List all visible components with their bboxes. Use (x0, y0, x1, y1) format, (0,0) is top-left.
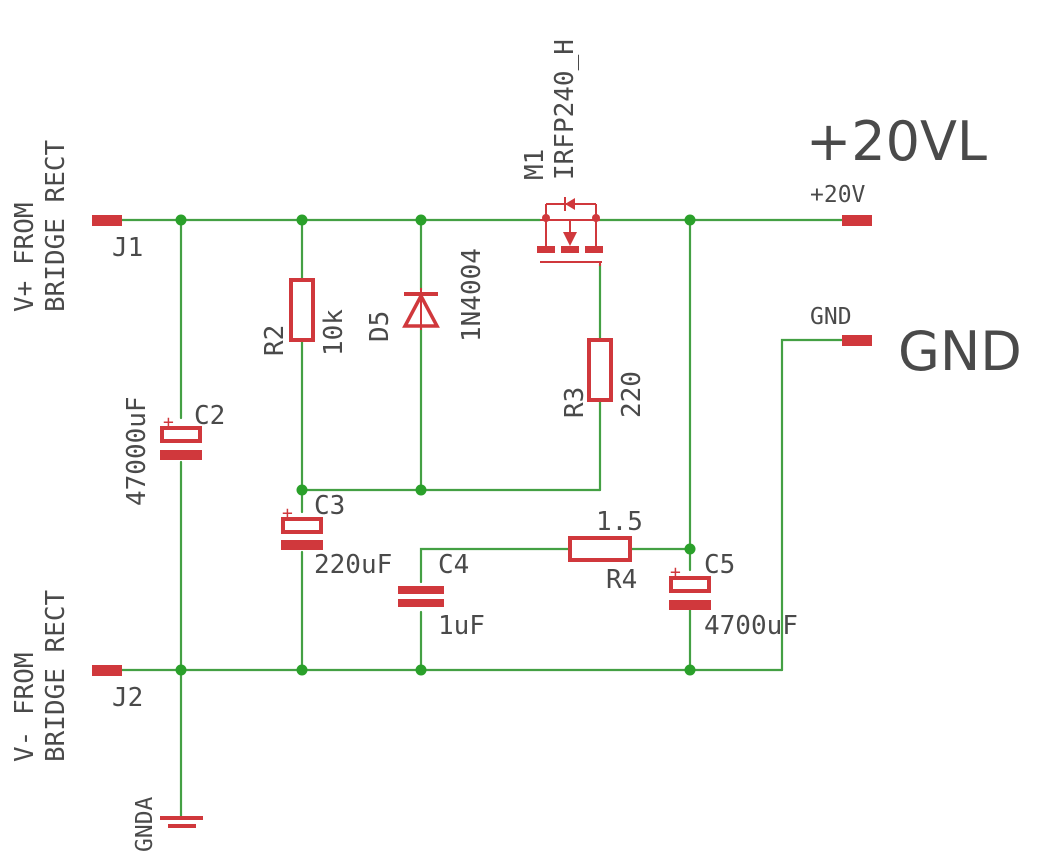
junctions (175, 214, 696, 676)
j2-desc-line1: V- FROM (10, 652, 40, 762)
m1-mosfet-symbol (537, 197, 603, 266)
c2-name: C2 (194, 401, 225, 431)
c3-polarity-mark: + (282, 503, 293, 524)
c5-value: 4700uF (704, 611, 798, 641)
c3-name: C3 (314, 491, 345, 521)
c5-name: C5 (704, 550, 735, 580)
r2-value: 10k (319, 309, 349, 356)
junction-dot (684, 543, 696, 555)
c2-capacitor-symbol (160, 426, 202, 460)
gnda-symbol (160, 816, 203, 828)
junction-dot (415, 484, 427, 496)
wires (118, 218, 844, 820)
out-gnd-pad (842, 335, 872, 346)
out-gnd-big-label: GND (898, 320, 1022, 383)
r4-value: 1.5 (596, 507, 643, 537)
out-pos-net-label: +20V (810, 182, 866, 208)
r4-name: R4 (606, 565, 637, 595)
r4-resistor-symbol (568, 536, 632, 562)
r2-resistor-symbol (289, 278, 315, 342)
c5-capacitor-symbol (669, 576, 711, 610)
c3-value: 220uF (314, 550, 392, 580)
junction-dot (296, 214, 308, 226)
j1-desc-line2: BRIDGE RECT (41, 139, 71, 312)
junction-dot (175, 214, 187, 226)
j2-label: J2 (112, 683, 143, 713)
c2-polarity-mark: + (163, 412, 174, 433)
junction-dot (684, 664, 696, 676)
c4-value: 1uF (438, 611, 485, 641)
out-gnd-net-label: GND (810, 304, 852, 330)
m1-name: M1 (520, 149, 550, 180)
c2-value: 47000uF (122, 396, 152, 506)
junction-dot (296, 664, 308, 676)
gnda-label: GNDA (132, 796, 158, 852)
r2-name: R2 (260, 325, 290, 356)
out-pos-big-label: +20VL (806, 110, 987, 173)
c4-capacitor-symbol (398, 586, 444, 607)
junction-dot (684, 214, 696, 226)
j1-pad (92, 215, 122, 226)
r3-name: R3 (560, 387, 590, 418)
d5-value: 1N4004 (457, 248, 487, 342)
junction-dot (415, 664, 427, 676)
d5-name: D5 (365, 311, 395, 342)
j2-pad (92, 665, 122, 676)
r3-value: 220 (617, 371, 647, 418)
c4-wire-top (419, 547, 570, 584)
j1-label: J1 (112, 233, 143, 263)
m1-value: IRFP240_H (550, 39, 580, 180)
j1-desc-line1: V+ FROM (10, 202, 40, 312)
c4-name: C4 (438, 550, 469, 580)
out-pos-pad (842, 215, 872, 226)
junction-dot (175, 664, 187, 676)
r3-resistor-symbol (587, 338, 613, 402)
d5-diode-symbol (402, 288, 440, 330)
j2-desc-line2: BRIDGE RECT (41, 589, 71, 762)
c5-polarity-mark: + (670, 562, 681, 583)
junction-dot (415, 214, 427, 226)
c3-capacitor-symbol (281, 517, 323, 550)
junction-dot (296, 484, 308, 496)
gnd-output-wire (780, 338, 844, 672)
